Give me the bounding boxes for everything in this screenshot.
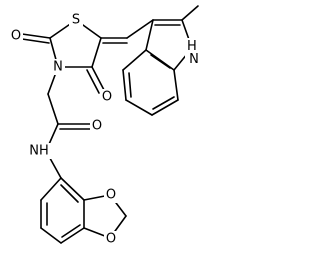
bond-ch-c3ind [126,19,154,39]
bond-c4-c5 [122,69,127,101]
bond-c6-c7 [151,99,179,116]
molecule-drawing: S O N O H N O NH O O [10,5,201,247]
atom-s1: S [72,13,80,28]
atom-o-amide: O [92,119,102,134]
atom-o-dioxole-2: O [106,232,116,247]
bond-ar1-ar2 [40,177,62,201]
atom-nh-amide: NH [29,144,49,159]
bond-c3a-c7a-dbl [150,54,171,69]
bond-c6-c7-dbl [152,96,175,110]
structure-svg: S O N O H N O NH O O [10,5,201,247]
atom-n3: N [53,60,63,75]
atom-nh-indole-h: N [189,52,199,67]
bond-ch2-camide [47,93,59,125]
atom-o4: O [102,90,112,105]
bond-c4-c5 [91,37,102,68]
bond-ar3-ar4 [40,227,62,244]
bond-c4-c5-dbl [128,72,132,98]
bond-c3-c3a [145,19,154,51]
bond-c4-o4-b [86,69,100,94]
bond-ar6-ar1 [60,177,85,201]
bond-c5-c6 [125,99,153,116]
bond-ar6-ar1-dbl [60,184,79,203]
bond-c2-o2-a [21,33,51,39]
bond-c7-c7a [173,69,179,101]
atom-o-dioxole-1: O [106,188,116,203]
bond-c2ind-methyl [181,5,199,21]
bond-c3a-c4 [122,49,147,71]
bond-ar4-ar5 [60,227,85,244]
atom-nh-indole-n: H [187,39,197,54]
atom-o2: O [11,29,21,44]
bond-c4-o4-a [91,66,105,91]
bond-c2-o2-b [21,38,50,44]
bond-ar4-ar5-dbl [61,224,81,238]
atom-nh-indole: H N [187,39,201,67]
